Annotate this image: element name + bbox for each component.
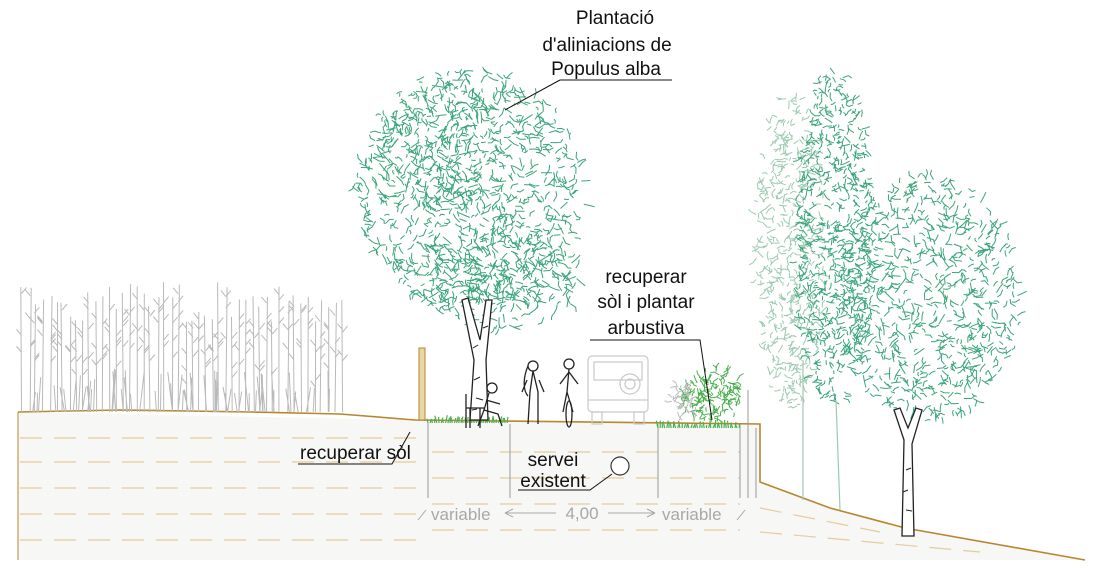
tree-trunk-right: [893, 407, 923, 537]
wooden-post: [418, 347, 426, 421]
existing-service-pipe: [610, 456, 630, 476]
dimension-center: 4,00: [565, 504, 598, 523]
grass-strip-left: [426, 415, 509, 424]
populus-tree-right-tall: [748, 67, 882, 511]
dimension-line: [417, 508, 746, 521]
dimension-left: variable: [431, 505, 491, 524]
leader-lines: [298, 79, 713, 491]
dimension-right: variable: [662, 505, 722, 524]
populus-alba-tree-left: [348, 66, 595, 421]
label-plantation-line2: d'aliniacions de: [542, 35, 671, 56]
ground-profile-line: [17, 409, 1086, 561]
cyclist-figure: [559, 358, 579, 428]
pedestrian-figure: [521, 360, 545, 425]
label-shrub-line2: sòl i plantar: [597, 292, 695, 313]
label-recover-soil: recuperar sòl: [300, 443, 411, 464]
label-service-line2: existent: [520, 471, 586, 492]
grass-strip-right: [655, 420, 740, 429]
background-vehicle: [587, 355, 649, 425]
person-on-bench: [465, 382, 503, 428]
soil-strata: [20, 437, 981, 553]
label-shrub-line1: recuperar: [605, 267, 687, 288]
soil-body: [18, 412, 1085, 560]
populus-tree-right-round: [837, 169, 1028, 537]
label-plantation-line1: Plantació: [576, 8, 654, 29]
label-shrub-line3: arbustiva: [607, 318, 685, 339]
label-plantation-line3: Populus alba: [551, 59, 661, 80]
shrub: [664, 362, 744, 423]
reed-bed: [16, 282, 348, 413]
planting-bed-outlines: [427, 390, 757, 498]
label-service-line1: servei: [528, 450, 579, 471]
